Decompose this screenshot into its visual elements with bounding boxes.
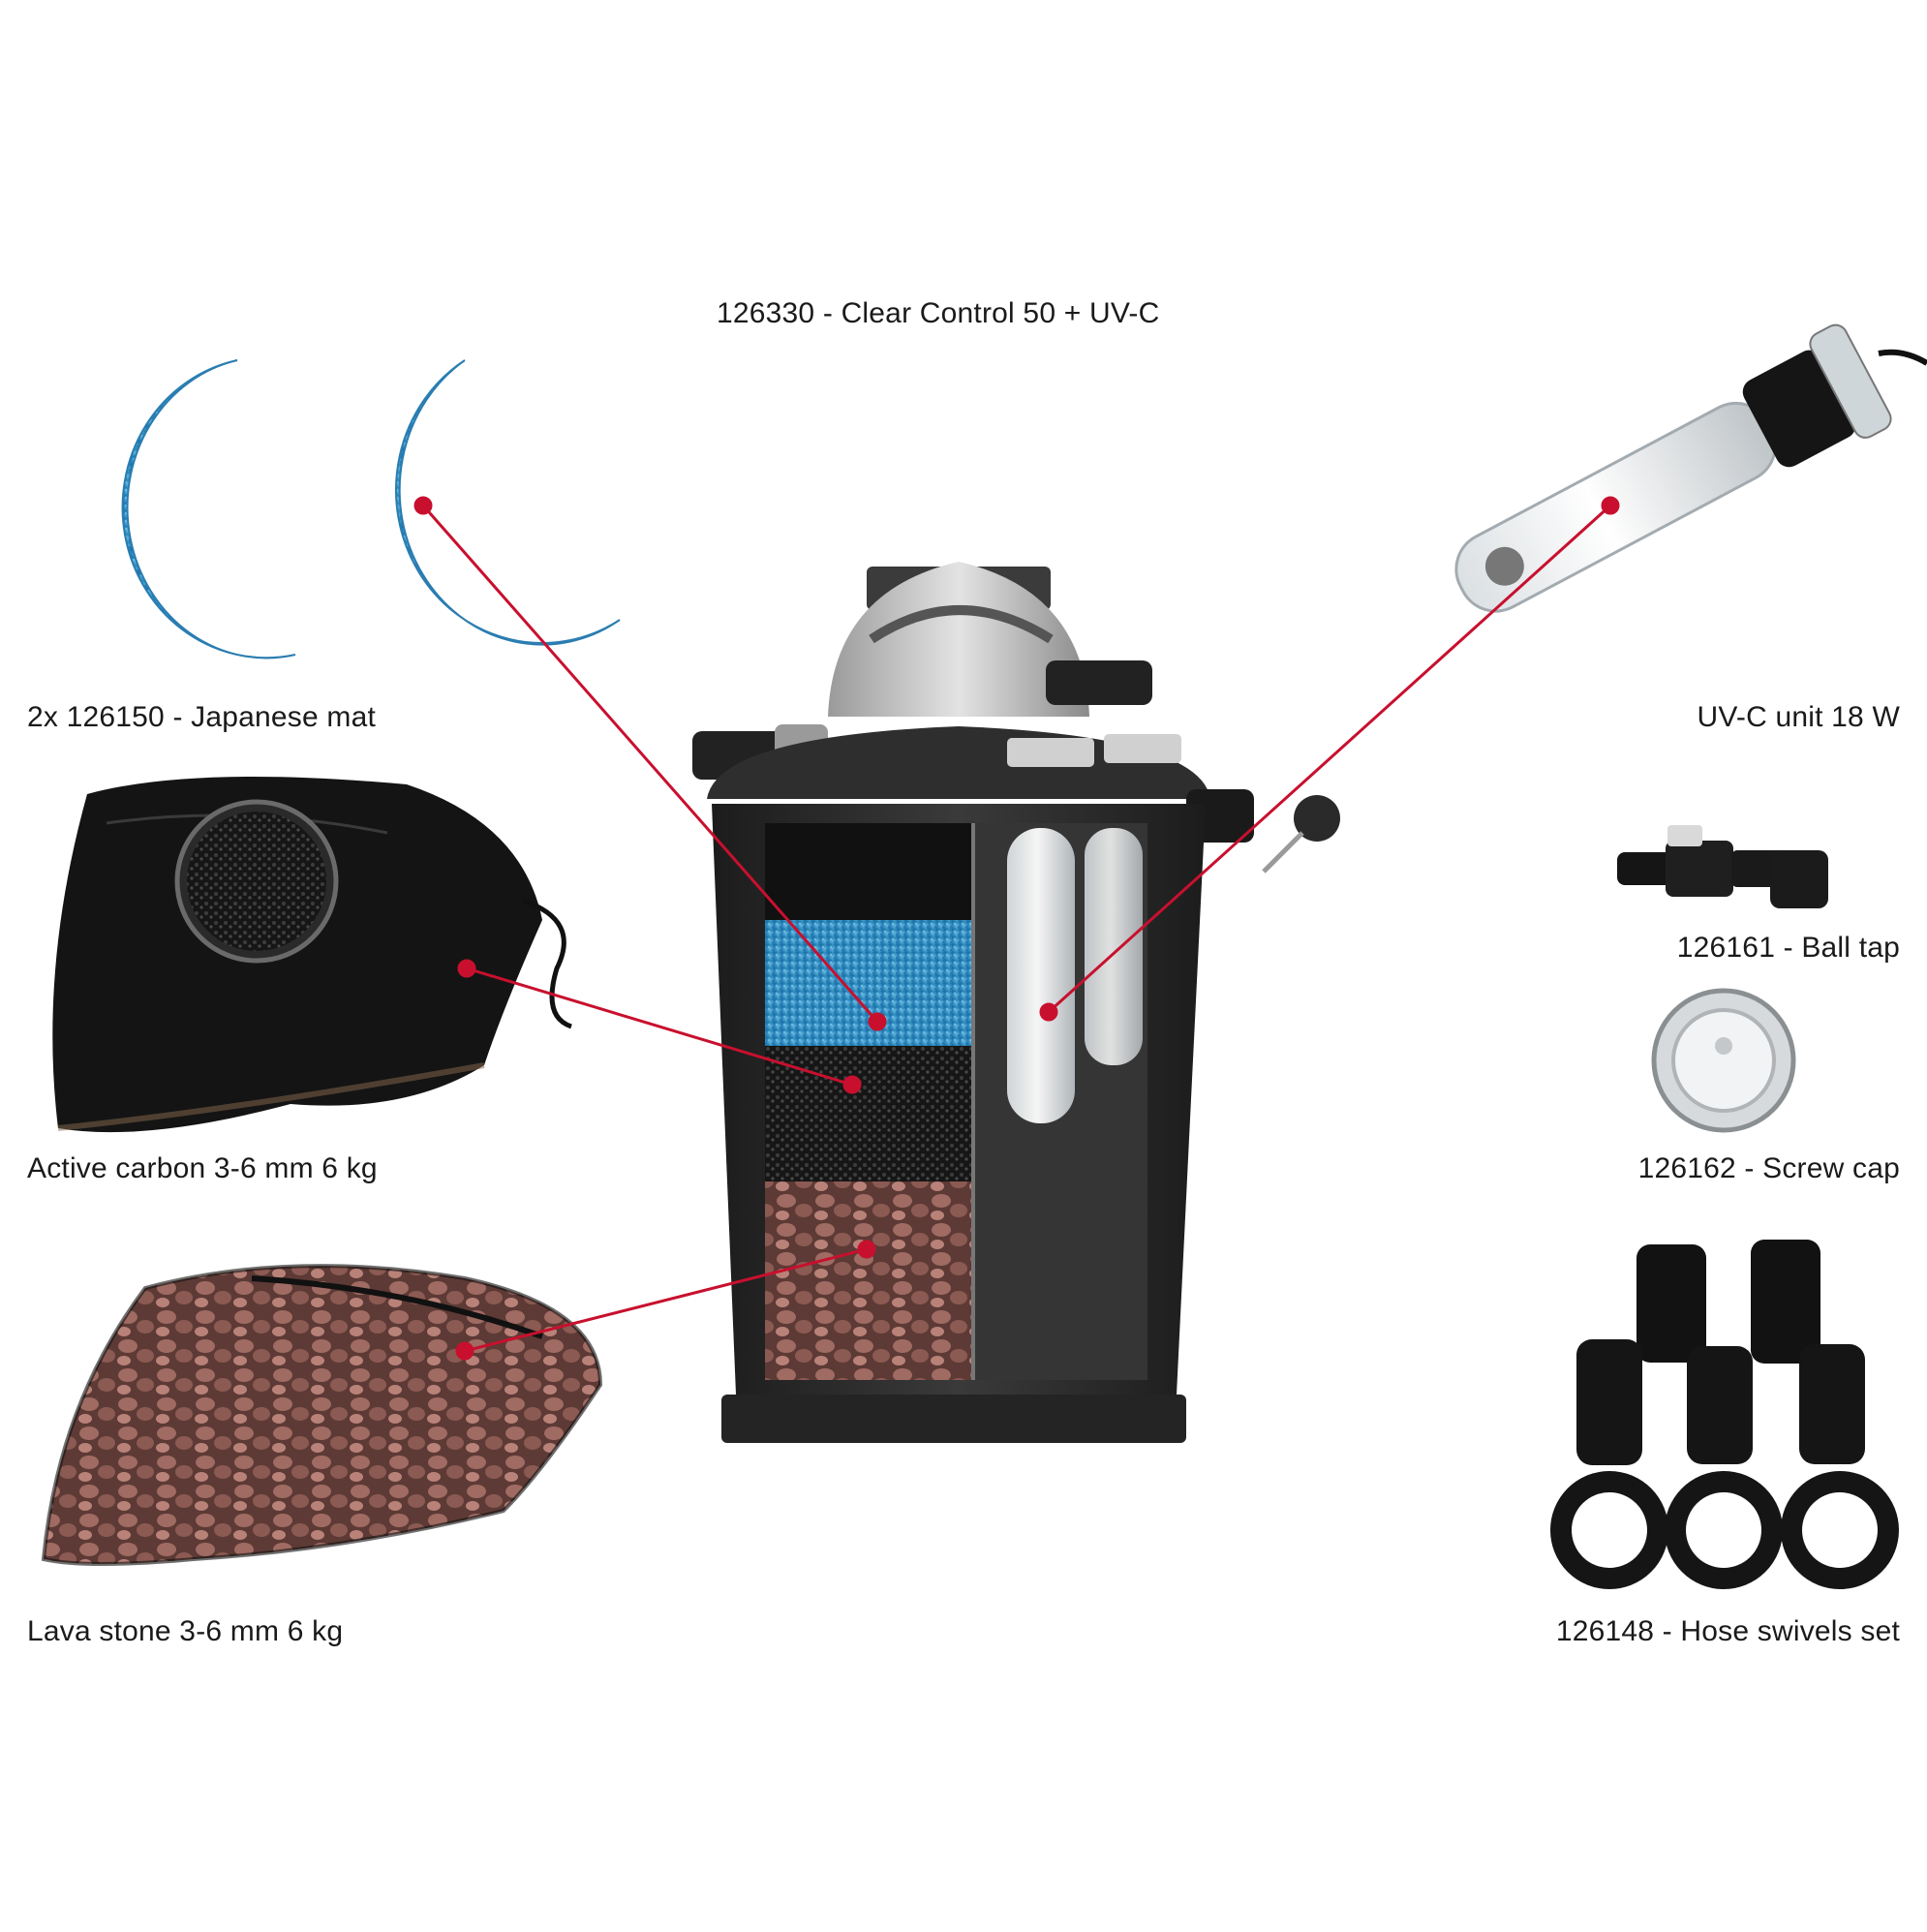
leader-dot-lava-stone (455, 1341, 474, 1361)
uvc-unit-image (1454, 323, 1927, 613)
leader-line-uvc-unit (1047, 504, 1612, 1014)
leader-line-japanese-mat (421, 505, 879, 1023)
label-uvc-unit: UV-C unit 18 W (1697, 701, 1900, 733)
leader-line-active-carbon (466, 966, 853, 1087)
screw-cap-image (1651, 988, 1796, 1133)
japanese-mat-image (121, 359, 621, 659)
leader-line-lava-stone (464, 1247, 868, 1353)
ball-tap-image (1617, 825, 1828, 908)
lava-stone-bag-image (41, 1264, 603, 1566)
leader-lines (413, 496, 1620, 1361)
label-active-carbon: Active carbon 3-6 mm 6 kg (27, 1152, 378, 1184)
leader-dot-japanese-mat (413, 496, 433, 515)
label-screw-cap: 126162 - Screw cap (1637, 1152, 1900, 1184)
label-lava-stone: Lava stone 3-6 mm 6 kg (27, 1615, 344, 1647)
leader-dot-uvc-unit-filter (1039, 1002, 1058, 1022)
label-hose-swivels: 126148 - Hose swivels set (1555, 1615, 1900, 1647)
leader-dot-uvc-unit (1601, 496, 1620, 515)
leader-dot-lava-stone-filter (857, 1240, 876, 1259)
label-ball-tap: 126161 - Ball tap (1676, 932, 1900, 964)
diagram-title: 126330 - Clear Control 50 + UV-C (717, 297, 1160, 329)
leader-dot-active-carbon (457, 959, 476, 978)
hose-swivels-image (1550, 1240, 1899, 1589)
leader-dot-japanese-mat-filter (868, 1012, 887, 1031)
leader-dot-active-carbon-filter (842, 1075, 862, 1094)
label-japanese-mat: 2x 126150 - Japanese mat (27, 701, 377, 733)
active-carbon-bag-image (52, 777, 572, 1133)
clear-control-filter-image (692, 562, 1340, 1443)
